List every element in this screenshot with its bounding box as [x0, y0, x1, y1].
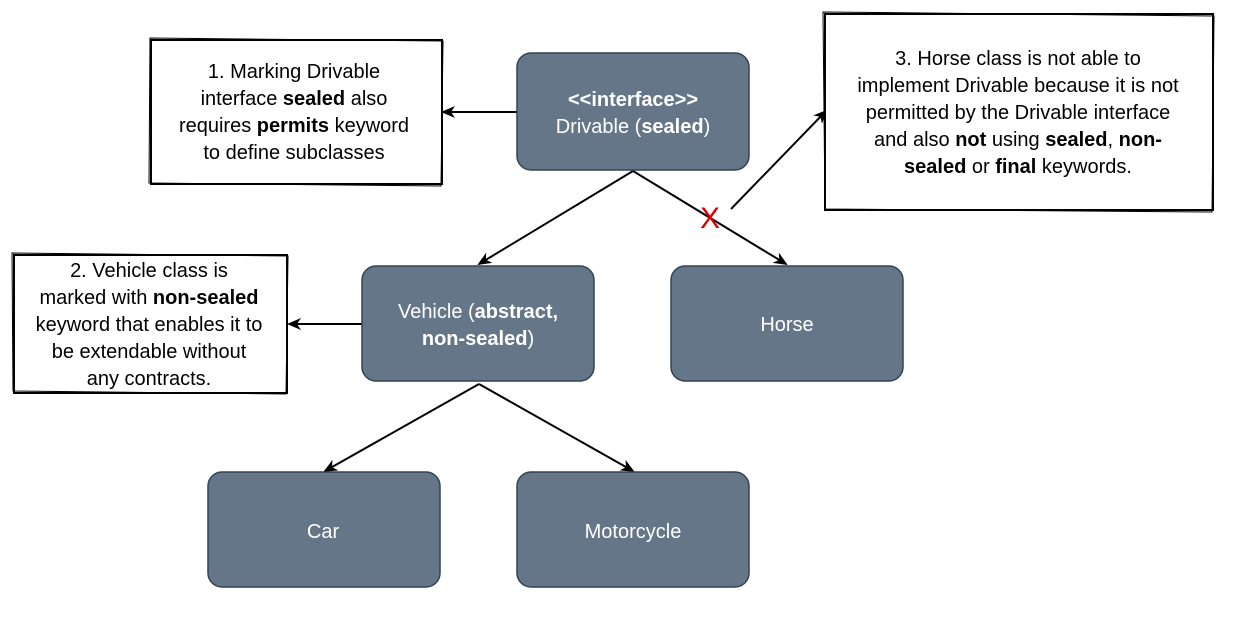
note-1-box [150, 39, 443, 185]
svg-text:interface sealed also: interface sealed also [201, 88, 388, 110]
note-2-box [13, 254, 288, 394]
svg-text:1. Marking Drivable: 1. Marking Drivable [208, 61, 380, 83]
svg-text:2. Vehicle class is: 2. Vehicle class is [70, 260, 228, 282]
note-3-line-1: 3. Horse class is not able to [895, 48, 1141, 70]
edge-horse-to-note3 [730, 109, 828, 210]
node-motorcycle-box[interactable] [516, 471, 750, 588]
svg-text:be extendable without: be extendable without [52, 341, 247, 363]
edge-vehicle-to-car [323, 383, 480, 472]
node-horse-label: Horse [760, 314, 813, 336]
svg-text:non-sealed): non-sealed) [422, 328, 534, 350]
svg-text:and also not using sealed, non: and also not using sealed, non- [874, 129, 1162, 151]
node-car-box[interactable] [207, 471, 441, 588]
forbidden-x-mark: X [700, 202, 720, 235]
note-3-line-4c: using [986, 129, 1045, 151]
node-vehicle[interactable]: Vehicle (abstract, non-sealed) [361, 265, 595, 382]
note-1-line-1: 1. Marking Drivable [208, 61, 380, 83]
svg-text:3. Horse class is not able to: 3. Horse class is not able to [895, 48, 1141, 70]
note-1-line-2a: interface [201, 88, 283, 110]
note-3-sketch [822, 11, 1215, 213]
note-1: 1. Marking Drivable interface sealed als… [148, 37, 444, 187]
note-1-line-3b: permits [257, 115, 329, 137]
node-motorcycle-label: Motorcycle [585, 521, 682, 543]
node-car[interactable]: Car [207, 471, 441, 588]
node-vehicle-name-bold: abstract, [475, 301, 558, 323]
note-3-line-5c: final [995, 156, 1036, 178]
note-2-sketch [11, 252, 289, 395]
svg-text:any contracts.: any contracts. [87, 368, 212, 390]
svg-text:Drivable (sealed): Drivable (sealed) [556, 116, 711, 138]
note-3-line-3: permitted by the Drivable interface [866, 102, 1171, 124]
node-horse-box[interactable] [670, 265, 904, 382]
note-1-line-3c: keyword [329, 115, 409, 137]
note-3-line-4b: not [955, 129, 986, 151]
node-drivable-name-prefix: Drivable ( [556, 116, 642, 138]
node-vehicle-box[interactable] [361, 265, 595, 382]
note-2-line-2a: marked with [40, 287, 153, 309]
edge-drivable-to-vehicle [477, 170, 634, 266]
note-1-sketch [148, 37, 444, 187]
note-1-line-3a: requires [179, 115, 257, 137]
note-3-line-2: implement Drivable because it is not [857, 75, 1179, 97]
edges [287, 106, 828, 472]
edge-vehicle-to-motorcycle [478, 383, 635, 472]
svg-text:<<interface>>: <<interface>> [568, 89, 698, 111]
note-3: 3. Horse class is not able to implement … [822, 11, 1215, 213]
node-drivable-name-bold: sealed [641, 116, 703, 138]
svg-text:implement Drivable because it: implement Drivable because it is not [857, 75, 1179, 97]
node-drivable-stereotype: <<interface>> [568, 89, 698, 111]
node-drivable-box[interactable] [516, 52, 750, 171]
node-drivable[interactable]: <<interface>> Drivable (sealed) [516, 52, 750, 171]
note-1-line-2b: sealed [283, 88, 345, 110]
node-vehicle-name-prefix: Vehicle ( [398, 301, 475, 323]
note-3-line-4f: non- [1119, 129, 1162, 151]
note-3-line-4d: sealed [1045, 129, 1107, 151]
svg-text:Horse: Horse [760, 314, 813, 336]
note-2: 2. Vehicle class is marked with non-seal… [11, 252, 289, 395]
node-horse[interactable]: Horse [670, 265, 904, 382]
note-3-line-5b: or [966, 156, 995, 178]
note-2-line-4: be extendable without [52, 341, 247, 363]
note-2-line-2b: non-sealed [153, 287, 259, 309]
svg-text:Car: Car [307, 521, 340, 543]
svg-text:marked with non-sealed: marked with non-sealed [40, 287, 259, 309]
svg-text:keyword that enables it to: keyword that enables it to [36, 314, 263, 336]
svg-text:permitted by the Drivable inte: permitted by the Drivable interface [866, 102, 1171, 124]
note-3-line-5d: keywords. [1036, 156, 1132, 178]
svg-text:to define subclasses: to define subclasses [203, 142, 384, 164]
svg-text:requires permits keyword: requires permits keyword [179, 115, 409, 137]
note-1-line-4: to define subclasses [203, 142, 384, 164]
note-3-line-4e: , [1108, 129, 1119, 151]
note-3-line-4a: and also [874, 129, 955, 151]
svg-text:Vehicle (abstract,: Vehicle (abstract, [398, 301, 558, 323]
note-2-line-3: keyword that enables it to [36, 314, 263, 336]
node-drivable-name-suffix: ) [704, 116, 711, 138]
node-car-label: Car [307, 521, 340, 543]
svg-text:Motorcycle: Motorcycle [585, 521, 682, 543]
note-1-line-2c: also [345, 88, 387, 110]
node-vehicle-modifier-suffix: ) [527, 328, 534, 350]
note-2-line-1: 2. Vehicle class is [70, 260, 228, 282]
node-motorcycle[interactable]: Motorcycle [516, 471, 750, 588]
edge-drivable-to-horse-forbidden [632, 170, 788, 266]
note-3-box [824, 13, 1214, 211]
svg-text:sealed or final keywords.: sealed or final keywords. [904, 156, 1132, 178]
note-2-line-5: any contracts. [87, 368, 212, 390]
note-3-line-5a: sealed [904, 156, 966, 178]
node-vehicle-modifier-bold: non-sealed [422, 328, 528, 350]
